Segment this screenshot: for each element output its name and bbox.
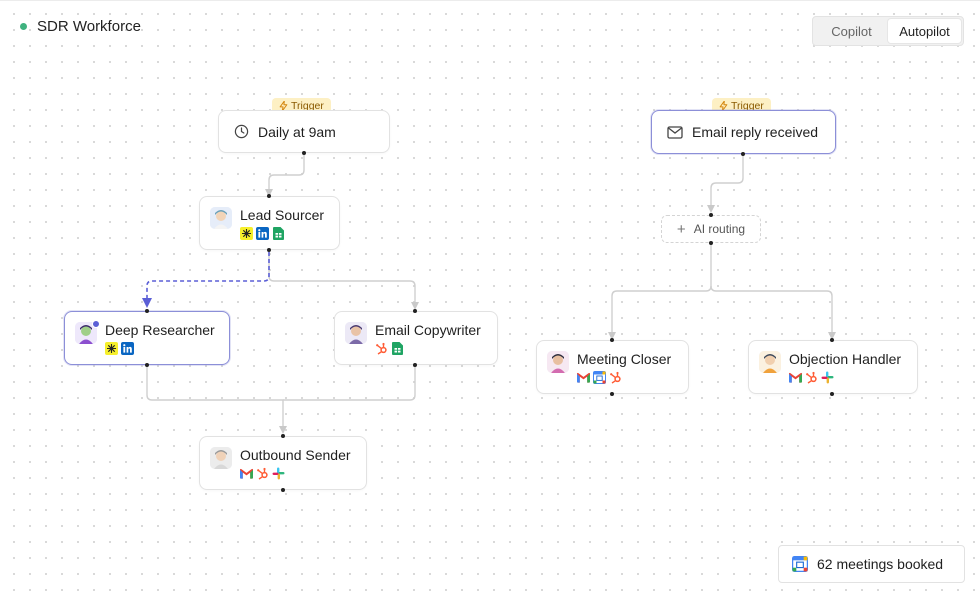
- agent-outbound-sender[interactable]: Outbound Sender: [199, 436, 367, 490]
- edge-routing-to-objection: [710, 285, 836, 340]
- bolt-icon: [279, 101, 288, 111]
- edge-lead-to-researcher-active: [142, 252, 270, 308]
- google-calendar-icon: [593, 371, 606, 384]
- trigger-daily-at-9am[interactable]: Daily at 9am: [218, 110, 390, 153]
- agent-name: Outbound Sender: [240, 447, 351, 463]
- agent-tools: [240, 467, 285, 480]
- agent-tools: [789, 371, 834, 384]
- agent-avatar: [345, 322, 367, 344]
- output-handle[interactable]: [281, 488, 285, 492]
- gmail-icon: [577, 371, 590, 384]
- input-handle[interactable]: [830, 338, 834, 342]
- edge-lead-to-copywriter: [268, 252, 419, 310]
- active-indicator: [92, 320, 100, 328]
- linkedin-icon: [121, 342, 134, 355]
- output-handle[interactable]: [709, 241, 713, 245]
- autopilot-tab[interactable]: Autopilot: [888, 19, 961, 43]
- copilot-tab[interactable]: Copilot: [831, 23, 872, 39]
- agent-objection-handler[interactable]: Objection Handler: [748, 340, 918, 394]
- status-dot: [20, 23, 27, 30]
- hubspot-icon: [256, 467, 269, 480]
- linkedin-icon: [256, 227, 269, 240]
- output-handle[interactable]: [610, 392, 614, 396]
- sparkle-icon: [105, 342, 118, 355]
- agent-name: Objection Handler: [789, 351, 902, 367]
- output-handle[interactable]: [830, 392, 834, 396]
- agent-avatar: [210, 207, 232, 229]
- input-handle[interactable]: [267, 194, 271, 198]
- sheets-icon: [272, 227, 285, 240]
- agent-name: Meeting Closer: [577, 351, 672, 367]
- edge-routing-to-closer: [608, 243, 712, 340]
- meetings-booked-label: 62 meetings booked: [817, 556, 944, 572]
- agent-name: Lead Sourcer: [240, 207, 325, 223]
- input-handle[interactable]: [610, 338, 614, 342]
- edge-daily-to-lead: [265, 155, 305, 197]
- sparkle-icon: [240, 227, 253, 240]
- agent-avatar: [210, 447, 232, 469]
- bolt-icon: [719, 101, 728, 111]
- agent-lead-sourcer[interactable]: Lead Sourcer: [199, 196, 340, 250]
- edge-researcher-to-sender: [146, 366, 287, 434]
- meetings-booked-card: 62 meetings booked: [778, 545, 965, 583]
- agent-tools: [375, 342, 404, 355]
- clock-icon: [234, 124, 249, 139]
- workflow-title: SDR Workforce: [37, 18, 141, 35]
- gmail-icon: [789, 371, 802, 384]
- edge-copywriter-to-sender: [283, 366, 416, 401]
- trigger-label: Email reply received: [692, 124, 819, 140]
- trigger-email-reply-received[interactable]: Email reply received: [651, 110, 836, 154]
- slack-icon: [821, 371, 834, 384]
- output-handle[interactable]: [413, 363, 417, 367]
- sheets-icon: [391, 342, 404, 355]
- mode-toggle: Copilot Autopilot: [812, 16, 964, 46]
- hubspot-icon: [805, 371, 818, 384]
- slack-icon: [272, 467, 285, 480]
- agent-avatar: [75, 322, 97, 344]
- trigger-badge-label: Trigger: [731, 100, 764, 112]
- agent-tools: [105, 342, 134, 355]
- output-handle[interactable]: [145, 363, 149, 367]
- input-handle[interactable]: [709, 213, 713, 217]
- hubspot-icon: [609, 371, 622, 384]
- agent-avatar: [759, 351, 781, 373]
- input-handle[interactable]: [281, 434, 285, 438]
- input-handle[interactable]: [145, 309, 149, 313]
- header: SDR Workforce: [20, 18, 141, 35]
- agent-name: Email Copywriter: [375, 322, 481, 338]
- agent-tools: [240, 227, 285, 240]
- agent-tools: [577, 371, 622, 384]
- trigger-badge-label: Trigger: [291, 100, 324, 112]
- edge-email-to-routing: [707, 155, 744, 213]
- plus-icon: +: [676, 220, 686, 238]
- ai-routing-node[interactable]: + AI routing: [661, 215, 761, 243]
- agent-deep-researcher[interactable]: Deep Researcher: [64, 311, 230, 365]
- output-handle[interactable]: [741, 152, 745, 156]
- mail-icon: [667, 125, 683, 139]
- trigger-label: Daily at 9am: [258, 123, 336, 140]
- output-handle[interactable]: [302, 151, 306, 155]
- google-calendar-icon: [792, 556, 808, 572]
- agent-avatar: [547, 351, 569, 373]
- routing-label: AI routing: [693, 222, 746, 236]
- agent-meeting-closer[interactable]: Meeting Closer: [536, 340, 689, 394]
- hubspot-icon: [375, 342, 388, 355]
- agent-email-copywriter[interactable]: Email Copywriter: [334, 311, 498, 365]
- agent-name: Deep Researcher: [105, 322, 215, 338]
- output-handle[interactable]: [267, 248, 271, 252]
- gmail-icon: [240, 467, 253, 480]
- input-handle[interactable]: [413, 309, 417, 313]
